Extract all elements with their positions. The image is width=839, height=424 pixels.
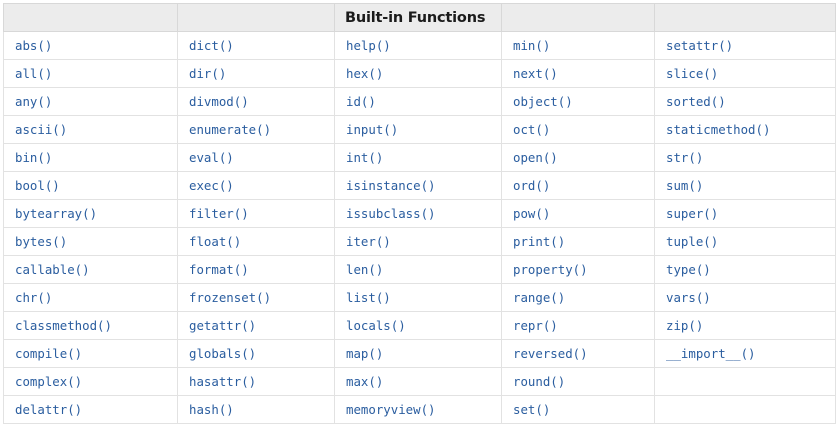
function-link[interactable]: callable() (3, 255, 178, 284)
table-row: delattr()hash()memoryview()set() (3, 395, 836, 424)
table-row: compile()globals()map()reversed()__impor… (3, 339, 836, 368)
table-body: abs()dict()help()min()setattr()all()dir(… (3, 31, 836, 424)
function-link[interactable]: map() (334, 339, 502, 368)
table-title: Built-in Functions (334, 3, 502, 32)
function-link[interactable]: min() (501, 31, 655, 60)
function-link[interactable]: memoryview() (334, 395, 502, 424)
function-link[interactable]: super() (654, 199, 836, 228)
function-link[interactable]: eval() (177, 143, 335, 172)
function-link[interactable]: hash() (177, 395, 335, 424)
function-link[interactable]: id() (334, 87, 502, 116)
function-link[interactable]: dir() (177, 59, 335, 88)
table-row: ascii()enumerate()input()oct()staticmeth… (3, 115, 836, 144)
function-link[interactable]: type() (654, 255, 836, 284)
header-cell-5 (654, 3, 836, 32)
function-link[interactable]: zip() (654, 311, 836, 340)
function-link[interactable]: slice() (654, 59, 836, 88)
table-row: abs()dict()help()min()setattr() (3, 31, 836, 60)
function-link[interactable]: complex() (3, 367, 178, 396)
function-link[interactable]: range() (501, 283, 655, 312)
function-link[interactable]: hasattr() (177, 367, 335, 396)
builtin-functions-table: Built-in Functions abs()dict()help()min(… (3, 3, 836, 424)
function-link[interactable]: float() (177, 227, 335, 256)
table-cell-empty (654, 367, 836, 396)
table-row: bytearray()filter()issubclass()pow()supe… (3, 199, 836, 228)
function-link[interactable]: ascii() (3, 115, 178, 144)
function-link[interactable]: filter() (177, 199, 335, 228)
function-link[interactable]: bin() (3, 143, 178, 172)
table-row: chr()frozenset()list()range()vars() (3, 283, 836, 312)
function-link[interactable]: all() (3, 59, 178, 88)
function-link[interactable]: bytes() (3, 227, 178, 256)
function-link[interactable]: enumerate() (177, 115, 335, 144)
table-row: bin()eval()int()open()str() (3, 143, 836, 172)
function-link[interactable]: exec() (177, 171, 335, 200)
function-link[interactable]: compile() (3, 339, 178, 368)
function-link[interactable]: format() (177, 255, 335, 284)
function-link[interactable]: round() (501, 367, 655, 396)
header-cell-1 (3, 3, 178, 32)
function-link[interactable]: locals() (334, 311, 502, 340)
function-link[interactable]: sum() (654, 171, 836, 200)
function-link[interactable]: __import__() (654, 339, 836, 368)
function-link[interactable]: property() (501, 255, 655, 284)
function-link[interactable]: vars() (654, 283, 836, 312)
function-link[interactable]: frozenset() (177, 283, 335, 312)
function-link[interactable]: list() (334, 283, 502, 312)
function-link[interactable]: set() (501, 395, 655, 424)
function-link[interactable]: ord() (501, 171, 655, 200)
function-link[interactable]: getattr() (177, 311, 335, 340)
table-row: callable()format()len()property()type() (3, 255, 836, 284)
table-cell-empty (654, 395, 836, 424)
table-row: any()divmod()id()object()sorted() (3, 87, 836, 116)
function-link[interactable]: pow() (501, 199, 655, 228)
function-link[interactable]: issubclass() (334, 199, 502, 228)
function-link[interactable]: setattr() (654, 31, 836, 60)
table-row: all()dir()hex()next()slice() (3, 59, 836, 88)
function-link[interactable]: divmod() (177, 87, 335, 116)
function-link[interactable]: any() (3, 87, 178, 116)
function-link[interactable]: repr() (501, 311, 655, 340)
function-link[interactable]: oct() (501, 115, 655, 144)
function-link[interactable]: help() (334, 31, 502, 60)
table-row: classmethod()getattr()locals()repr()zip(… (3, 311, 836, 340)
function-link[interactable]: bool() (3, 171, 178, 200)
function-link[interactable]: input() (334, 115, 502, 144)
header-cell-2 (177, 3, 335, 32)
function-link[interactable]: tuple() (654, 227, 836, 256)
function-link[interactable]: len() (334, 255, 502, 284)
function-link[interactable]: sorted() (654, 87, 836, 116)
table-row: bytes()float()iter()print()tuple() (3, 227, 836, 256)
function-link[interactable]: chr() (3, 283, 178, 312)
function-link[interactable]: iter() (334, 227, 502, 256)
function-link[interactable]: globals() (177, 339, 335, 368)
function-link[interactable]: next() (501, 59, 655, 88)
page-container: Built-in Functions abs()dict()help()min(… (3, 3, 836, 424)
function-link[interactable]: delattr() (3, 395, 178, 424)
table-row: complex()hasattr()max()round() (3, 367, 836, 396)
function-link[interactable]: staticmethod() (654, 115, 836, 144)
function-link[interactable]: hex() (334, 59, 502, 88)
function-link[interactable]: bytearray() (3, 199, 178, 228)
function-link[interactable]: isinstance() (334, 171, 502, 200)
function-link[interactable]: dict() (177, 31, 335, 60)
function-link[interactable]: int() (334, 143, 502, 172)
table-row: bool()exec()isinstance()ord()sum() (3, 171, 836, 200)
function-link[interactable]: abs() (3, 31, 178, 60)
header-row: Built-in Functions (3, 3, 836, 32)
function-link[interactable]: print() (501, 227, 655, 256)
function-link[interactable]: classmethod() (3, 311, 178, 340)
function-link[interactable]: reversed() (501, 339, 655, 368)
function-link[interactable]: open() (501, 143, 655, 172)
function-link[interactable]: max() (334, 367, 502, 396)
header-cell-4 (501, 3, 655, 32)
function-link[interactable]: object() (501, 87, 655, 116)
function-link[interactable]: str() (654, 143, 836, 172)
table-header: Built-in Functions (3, 3, 836, 32)
